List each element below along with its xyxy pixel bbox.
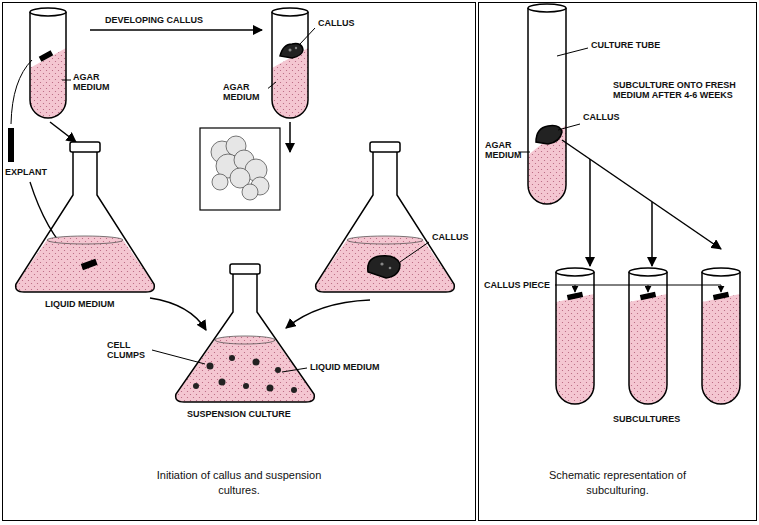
part-label: SUSPENSION CULTURE	[186, 409, 292, 419]
leader-line	[62, 80, 71, 81]
flask	[316, 142, 455, 292]
leader-line	[11, 60, 32, 124]
leader-line	[557, 48, 588, 56]
part-label: CELL CLUMPS	[106, 340, 152, 360]
part-label: LIQUID MEDIUM	[309, 362, 381, 372]
leader-line	[558, 124, 580, 130]
figure-caption: Schematic representation of subculturing…	[516, 468, 720, 498]
culture-tube	[528, 4, 566, 204]
culture-tube	[629, 268, 667, 404]
process-arrow	[562, 140, 721, 249]
process-arrow	[50, 122, 76, 142]
process-arrow	[289, 122, 291, 152]
part-label: DEVELOPING CALLUS	[104, 15, 204, 25]
part-label: SUBCULTURES	[612, 414, 681, 424]
part-label: CALLUS PIECE	[483, 280, 551, 290]
part-label: AGAR MEDIUM	[222, 82, 268, 102]
process-arrow	[90, 29, 262, 31]
culture-tube	[30, 8, 66, 118]
leader-line	[152, 350, 205, 364]
part-label: LIQUID MEDIUM	[44, 299, 116, 309]
flask	[16, 142, 155, 292]
part-label: CULTURE TUBE	[590, 40, 661, 50]
part-label: AGAR MEDIUM	[484, 140, 518, 160]
part-label: EXPLANT	[4, 167, 48, 177]
part-label: CALLUS	[582, 112, 621, 122]
process-arrow	[589, 159, 591, 266]
process-arrow	[651, 202, 653, 266]
cell-clumps	[193, 355, 297, 393]
process-arrow	[286, 300, 370, 328]
leader-line	[300, 28, 315, 44]
part-label: CALLUS	[317, 18, 356, 28]
explant	[8, 128, 14, 162]
culture-tube	[702, 268, 740, 404]
leader-line	[282, 368, 307, 372]
callus-inset	[200, 128, 280, 210]
process-arrow	[150, 298, 206, 330]
part-label: AGAR MEDIUM	[72, 72, 118, 92]
part-label: CALLUS	[431, 232, 470, 242]
figure-caption: Initiation of callus and suspension cult…	[137, 468, 341, 498]
part-label: SUBCULTURE ONTO FRESH MEDIUM AFTER 4-6 W…	[612, 80, 742, 100]
leader-line	[400, 242, 429, 262]
leader-line	[555, 285, 721, 292]
flask	[176, 264, 315, 402]
culture-tube	[272, 8, 308, 118]
culture-tube	[556, 268, 594, 404]
